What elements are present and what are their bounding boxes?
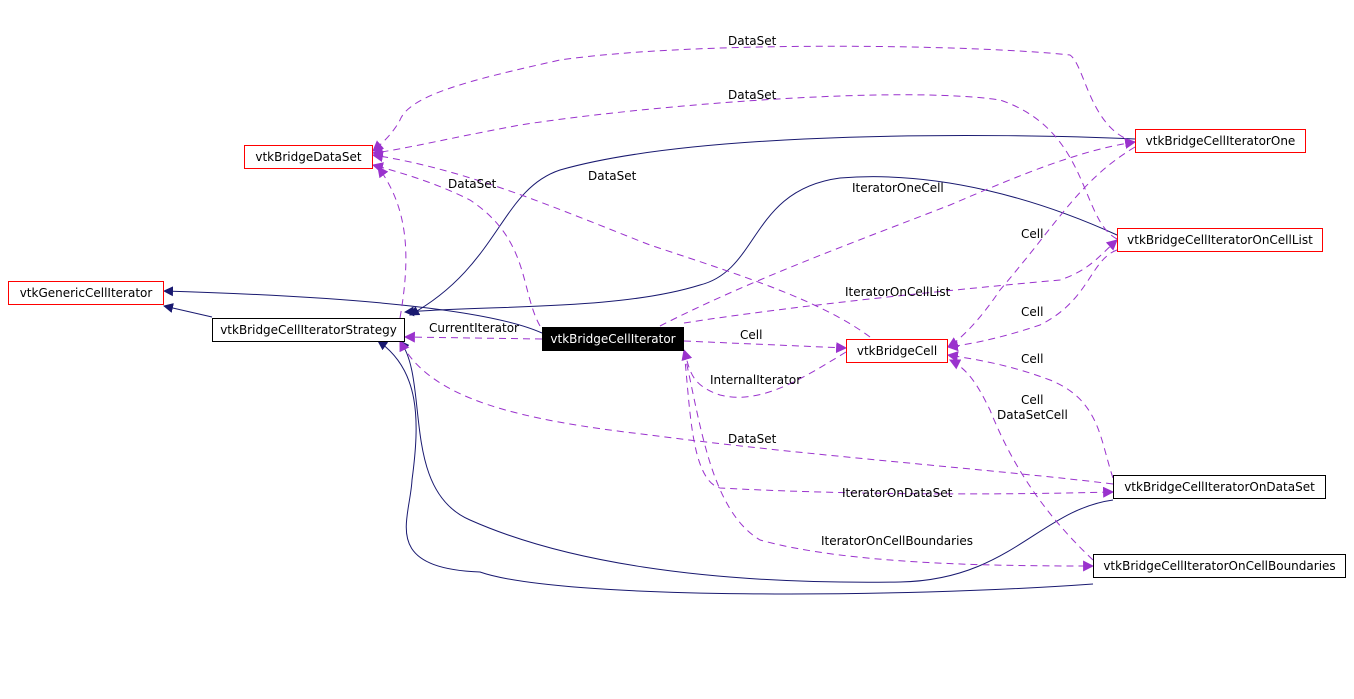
edge-label-cell-from-cell-list: Cell <box>1021 227 1043 241</box>
edge-label-iterator-on-cell-list: IteratorOnCellList <box>845 285 951 299</box>
edge-label-cell-from-boundaries: Cell <box>1021 393 1043 407</box>
edge-label-dataset-top: DataSet <box>728 34 777 48</box>
edge-iterator-celllist <box>683 239 1118 324</box>
node-vtkBridgeCellIteratorStrategy[interactable]: vtkBridgeCellIteratorStrategy <box>212 318 405 342</box>
edge-iterator-ondataset <box>683 351 1115 498</box>
edge-iterator-to-generic <box>163 286 543 334</box>
node-vtkGenericCellIterator[interactable]: vtkGenericCellIterator <box>8 281 164 305</box>
node-vtkBridgeCellIteratorOne[interactable]: vtkBridgeCellIteratorOne <box>1135 129 1306 153</box>
edge-one-to-strategy <box>409 134 1136 316</box>
edge-celllist-cell <box>946 249 1118 352</box>
inheritance-edges <box>163 134 1136 595</box>
edge-cell-internal <box>681 348 847 398</box>
edge-label-current-iterator: CurrentIterator <box>429 321 519 335</box>
edge-iterator-boundaries <box>683 351 1095 572</box>
edge-label-dataset-from-iterator: DataSet <box>448 177 497 191</box>
edge-label-iterator-on-cell-boundaries: IteratorOnCellBoundaries <box>821 534 973 548</box>
node-vtkBridgeDataSet[interactable]: vtkBridgeDataSet <box>244 145 373 169</box>
edge-ondataset-cell <box>946 351 1114 479</box>
edge-label-cell-from-on-dataset: Cell <box>1021 352 1043 366</box>
edge-boundaries-cell <box>949 359 1094 561</box>
node-vtkBridgeCellIteratorOnDataSet[interactable]: vtkBridgeCellIteratorOnDataSet <box>1113 475 1326 499</box>
edge-label-internal-iterator: InternalIterator <box>710 373 801 387</box>
edge-ondataset-strategy <box>399 340 1114 485</box>
edge-label-dataset-cell: DataSetCell <box>997 408 1068 422</box>
node-vtkBridgeCellIterator[interactable]: vtkBridgeCellIterator <box>542 327 684 351</box>
edge-label-dataset-from-on-dataset: DataSet <box>728 432 777 446</box>
edge-strategy-to-generic <box>163 303 213 318</box>
usage-edges <box>371 45 1137 572</box>
node-vtkBridgeCellIteratorOnCellList[interactable]: vtkBridgeCellIteratorOnCellList <box>1117 228 1323 252</box>
edge-label-cell: Cell <box>740 328 762 342</box>
edge-label-iterator-one-cell: IteratorOneCell <box>852 181 944 195</box>
edge-cell-dataset <box>371 151 871 338</box>
edge-boundaries-to-strategy <box>377 340 1094 595</box>
edge-strategy-dataset <box>377 166 407 319</box>
node-vtkBridgeCellIteratorOnCellBoundaries[interactable]: vtkBridgeCellIteratorOnCellBoundaries <box>1093 554 1346 578</box>
edge-strategy-current <box>403 331 543 343</box>
edge-iterator-cell <box>683 340 848 354</box>
edge-label-dataset-from-cell: DataSet <box>588 169 637 183</box>
edge-one-dataset-top <box>372 45 1136 152</box>
edge-ondataset-to-strategy <box>399 340 1114 583</box>
edge-celllist-to-strategy <box>404 176 1118 317</box>
edge-label-cell-from-iterator-one: Cell <box>1021 305 1043 319</box>
edge-celllist-dataset <box>371 94 1118 240</box>
edge-label-iterator-on-dataset: IteratorOnDataSet <box>842 486 953 500</box>
edge-iterator-one-cell <box>659 137 1137 327</box>
edge-labels: DataSet DataSet DataSet DataSet Iterator… <box>429 34 1068 548</box>
edge-label-dataset-second: DataSet <box>728 88 777 102</box>
edge-iterator-dataset <box>371 162 541 327</box>
node-vtkBridgeCell[interactable]: vtkBridgeCell <box>846 339 948 363</box>
